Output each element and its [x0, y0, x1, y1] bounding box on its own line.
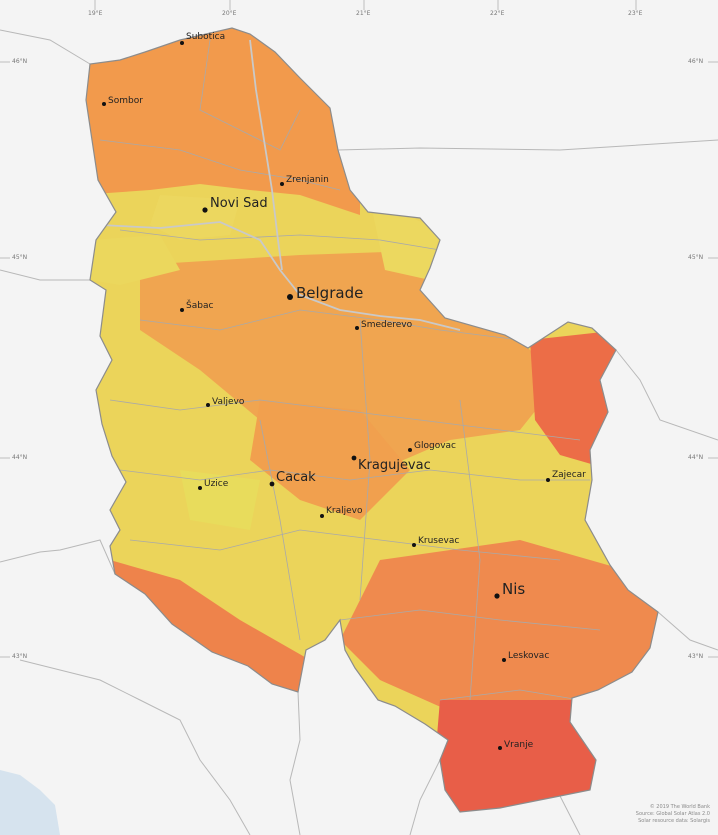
city-dot-kragujevac	[351, 455, 357, 461]
city-dot-valjevo	[206, 403, 210, 407]
city-dot-leskovac	[502, 658, 506, 662]
city-dot-uzice	[198, 486, 202, 490]
city-label-sombor: Sombor	[108, 96, 143, 106]
lat-label-45-left: 45°N	[12, 254, 28, 261]
map-credit: © 2019 The World Bank Source: Global Sol…	[636, 804, 710, 825]
rivers	[99, 39, 461, 331]
city-label-belgrade: Belgrade	[296, 284, 364, 302]
city-dot-krusevac	[412, 543, 416, 547]
credit-line-2: Source: Global Solar Atlas 2.0	[635, 811, 710, 817]
city-label-valjevo: Valjevo	[212, 397, 245, 407]
lat-label-44-left: 44°N	[12, 454, 28, 461]
city-label-smederevo: Smederevo	[361, 320, 413, 330]
city-dot-nis	[494, 593, 500, 599]
lon-label-19: 19°E	[88, 10, 103, 17]
city-label-cacak: Cacak	[276, 470, 316, 485]
lon-label-23: 23°E	[628, 10, 643, 17]
sea-area	[0, 770, 60, 835]
lon-label-21: 21°E	[356, 10, 371, 17]
region-borders	[99, 39, 601, 701]
city-label-zajecar: Zajecar	[552, 470, 586, 480]
lon-label-20: 20°E	[222, 10, 237, 17]
lat-label-46-left: 46°N	[12, 58, 28, 65]
city-dot-belgrade	[287, 294, 293, 300]
lat-label-44-right: 44°N	[688, 454, 704, 461]
city-dot-zrenjanin	[280, 182, 284, 186]
city-label-kragujevac: Kragujevac	[358, 458, 431, 473]
credit-line-1: © 2019 The World Bank	[649, 804, 710, 810]
city-dot-sabac	[180, 308, 184, 312]
city-dots	[102, 41, 550, 750]
lat-label-43-left: 43°N	[12, 653, 28, 660]
city-label-vranje: Vranje	[504, 740, 534, 750]
city-label-krusevac: Krusevac	[418, 536, 460, 546]
city-label-kraljevo: Kraljevo	[326, 506, 363, 516]
credit-line-3: Solar resource data: Solargis	[638, 818, 710, 824]
city-label-zrenjanin: Zrenjanin	[286, 175, 329, 185]
city-label-uzice: Uzice	[204, 479, 229, 489]
city-dot-novi-sad	[202, 207, 208, 213]
neighbor-borders	[0, 29, 718, 835]
city-label-leskovac: Leskovac	[508, 651, 550, 661]
graticule-ticks	[0, 0, 718, 658]
city-dot-cacak	[269, 481, 275, 487]
city-dot-smederevo	[355, 326, 359, 330]
city-dot-subotica	[180, 41, 184, 45]
lat-label-45-right: 45°N	[688, 254, 704, 261]
city-label-subotica: Subotica	[186, 32, 226, 42]
city-label-novi-sad: Novi Sad	[210, 196, 268, 211]
city-dot-kraljevo	[320, 514, 324, 518]
lat-label-43-right: 43°N	[688, 653, 704, 660]
serbia-border	[85, 27, 659, 813]
city-dot-glogovac	[408, 448, 412, 452]
city-label-nis: Nis	[502, 580, 526, 598]
city-dot-sombor	[102, 102, 106, 106]
city-dot-zajecar	[546, 478, 550, 482]
lat-label-46-right: 46°N	[688, 58, 704, 65]
city-label-sabac: Šabac	[186, 301, 214, 311]
lon-label-22: 22°E	[490, 10, 505, 17]
city-label-glogovac: Glogovac	[414, 441, 456, 451]
city-dot-vranje	[498, 746, 502, 750]
